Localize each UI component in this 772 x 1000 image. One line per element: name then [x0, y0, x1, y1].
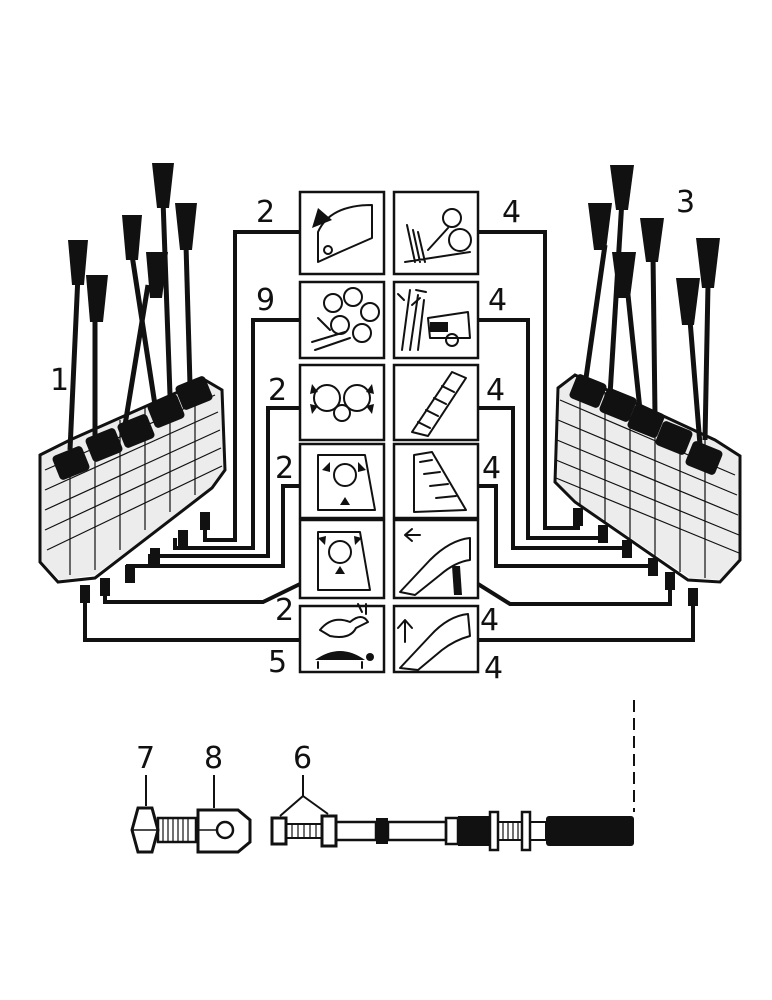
decal-elevator-tilt — [392, 442, 480, 520]
callout-2-rollers: 2 — [268, 373, 287, 408]
callout-7: 7 — [136, 741, 155, 776]
callout-9: 9 — [256, 283, 275, 318]
rabbit-turtle-icon — [315, 603, 374, 669]
decal-chute-left — [392, 518, 480, 600]
callout-2-boom: 2 — [256, 195, 275, 230]
decal-roller-pair — [298, 363, 386, 442]
callout-6: 6 — [293, 741, 312, 776]
threaded-stud — [156, 816, 198, 844]
roller-pair-icon — [310, 384, 374, 422]
clevis — [196, 808, 252, 854]
sector-down-icon — [317, 454, 376, 511]
callout-4-elevator: 4 — [486, 373, 505, 408]
callout-8: 8 — [204, 741, 223, 776]
callout-4-chute-left: 4 — [480, 603, 499, 638]
decal-speed — [298, 603, 386, 674]
cable-end — [270, 810, 634, 852]
hex-nut — [130, 806, 160, 854]
callout-2-speed: 2 — [275, 593, 294, 628]
cane-cutter-icon — [397, 289, 471, 351]
rollers-icon — [311, 287, 380, 351]
hydraulic-lines — [83, 230, 695, 642]
decal-sector-down — [298, 442, 386, 520]
elevator-tilt-icon — [413, 451, 467, 513]
callout-4-cutter: 4 — [488, 283, 507, 318]
decal-panel-grid — [298, 190, 480, 674]
feed-roller-icon — [404, 208, 472, 263]
right-valve-block — [553, 165, 742, 606]
chute-left-arrow-icon — [399, 528, 471, 596]
decal-chute-up — [392, 604, 480, 674]
decal-feed-roller — [392, 190, 480, 276]
callout-2-sector: 2 — [275, 451, 294, 486]
callout-3: 3 — [676, 185, 695, 220]
decal-cane-cutter — [392, 280, 480, 360]
decal-elevator — [392, 363, 480, 442]
cable-assembly — [130, 700, 635, 854]
callout-4-tilt: 4 — [482, 451, 501, 486]
decal-rollers — [298, 280, 386, 360]
chute-up-arrow-icon — [397, 613, 471, 671]
callout-4-chute-up: 4 — [484, 651, 503, 686]
callout-1: 1 — [50, 363, 69, 398]
right-levers — [582, 165, 720, 446]
sector-up-icon — [317, 531, 371, 591]
left-levers — [67, 163, 197, 451]
boom-arrow-icon — [312, 204, 373, 263]
callout-5: 5 — [268, 645, 287, 680]
elevator-icon — [411, 371, 467, 437]
left-valve-block — [38, 163, 227, 603]
decal-sector-up — [298, 518, 386, 600]
callout-4-feed: 4 — [502, 195, 521, 230]
decal-boom — [298, 190, 386, 276]
callout-labels: 1 2 9 2 2 2 5 3 4 4 4 4 4 4 7 8 6 — [50, 185, 695, 776]
